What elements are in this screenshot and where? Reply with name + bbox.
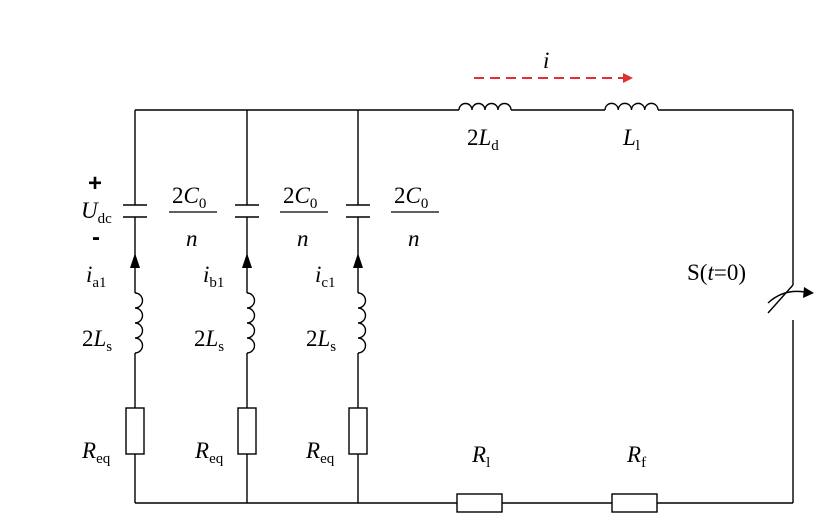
inductor-ll-label: Ll: [622, 125, 640, 154]
svg-text:n: n: [297, 226, 309, 251]
source-plus: +: [88, 170, 102, 197]
inductor-ls-a-label: 2Ls: [82, 326, 112, 355]
inductor-2ld-label: 2Ld: [467, 125, 499, 154]
resistor-req-b-label: Req: [194, 438, 224, 467]
current-label: i: [543, 48, 549, 73]
svg-text:n: n: [186, 226, 198, 251]
cap-label-a: 2C0 n: [169, 183, 217, 251]
current-ia1-label: ia1: [86, 262, 107, 291]
current-ib1-label: ib1: [203, 262, 224, 291]
resistor-rl: [456, 493, 503, 513]
inductor-ll: [604, 102, 659, 111]
svg-text:2C0: 2C0: [283, 183, 317, 212]
inductor-ls-b-label: 2Ls: [194, 326, 224, 355]
svg-text:2C0: 2C0: [394, 183, 428, 212]
cap-label-b: 2C0 n: [280, 183, 328, 251]
source-label: Udc: [81, 198, 112, 227]
switch-label: S(t=0): [687, 260, 746, 285]
inductor-2ld: [458, 102, 512, 111]
svg-text:n: n: [408, 226, 420, 251]
branch-b: [235, 110, 259, 503]
resistor-rf-label: Rf: [626, 442, 646, 471]
resistor-req-c-label: Req: [305, 438, 335, 467]
resistor-req-a-label: Req: [81, 438, 111, 467]
resistor-rl-label: Rl: [471, 442, 490, 471]
source-minus: -: [92, 224, 100, 251]
cap-label-c: 2C0 n: [391, 183, 439, 251]
branch-c: [346, 110, 370, 503]
svg-text:2C0: 2C0: [172, 183, 206, 212]
resistor-rf: [611, 493, 658, 513]
inductor-ls-c-label: 2Ls: [306, 326, 336, 355]
branch-a: [123, 110, 147, 503]
current-ic1-label: ic1: [315, 262, 336, 291]
switch: [767, 284, 814, 314]
